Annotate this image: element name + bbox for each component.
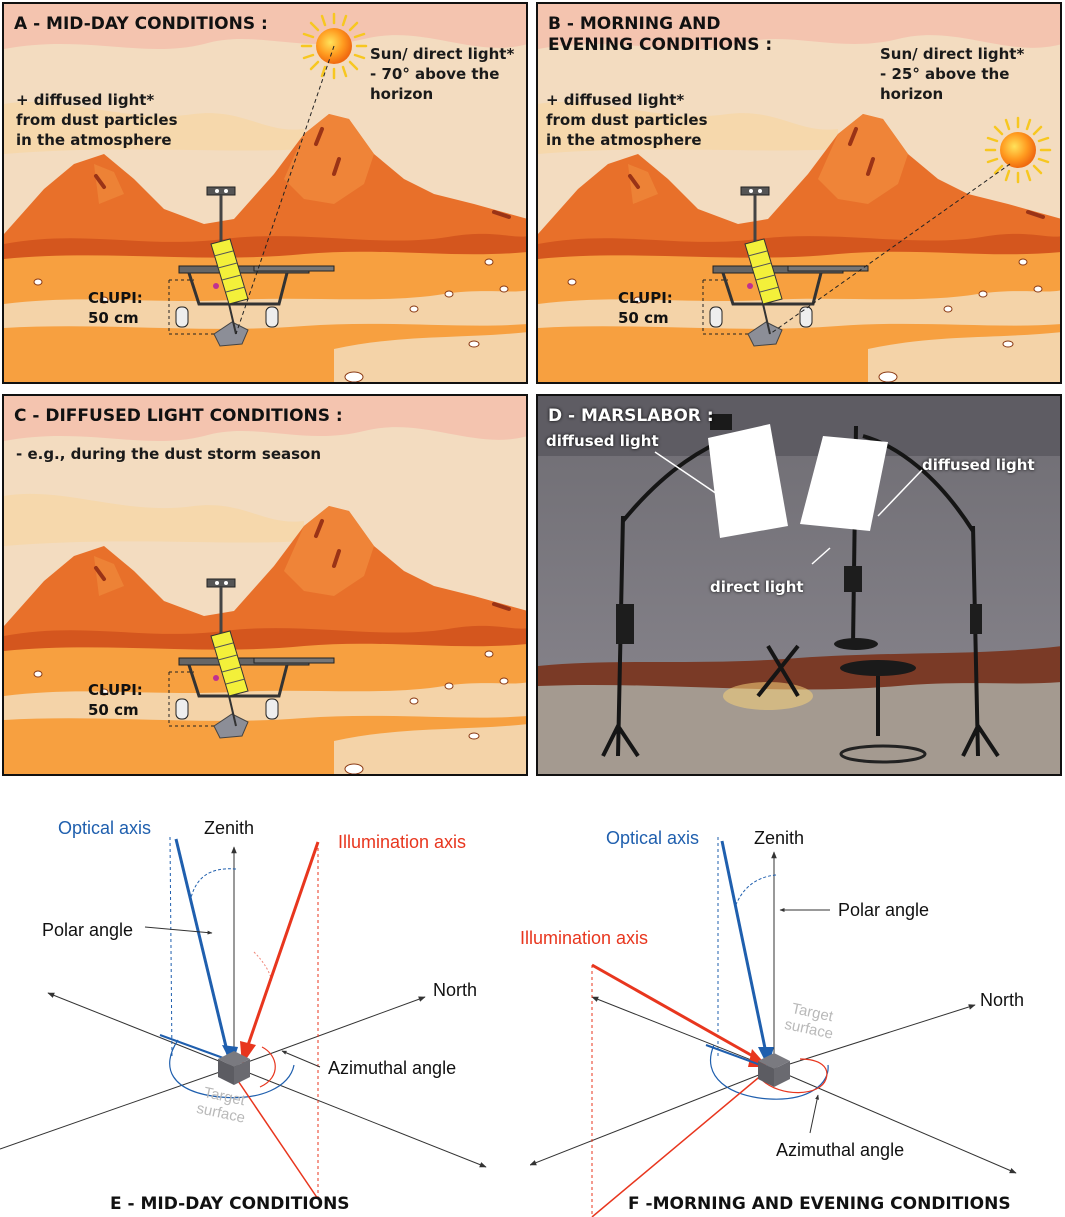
f-illumination-axis-label: Illumination axis [520, 928, 649, 948]
direct-light-ray [235, 45, 335, 335]
north-axis [233, 996, 426, 1068]
e-illumination-axis-label: Illumination axis [338, 832, 467, 852]
panel-a-title: A - MID-DAY CONDITIONS : [14, 14, 268, 34]
panel-d-marslabor: D - MARSLABOR : diffused light diffused … [536, 394, 1062, 776]
e-north-label: North [433, 980, 478, 1000]
panel-a-diffuse-label: + diffused light* from dust particles in… [16, 91, 178, 149]
e-polar-angle-label: Polar angle [42, 920, 134, 940]
photo-label-diffused-right: diffused light [922, 456, 1035, 474]
panel-b-diffuse-label: + diffused light* from dust particles in… [546, 91, 708, 149]
e-zenith-label: Zenith [204, 818, 255, 838]
panel-d-title: D - MARSLABOR : [548, 406, 714, 426]
west-axis [591, 996, 775, 1070]
e-caption: E - MID-DAY CONDITIONS [110, 1194, 350, 1214]
target-surface-cube [218, 1051, 250, 1085]
panel-c-clupi-label: CLUPI: 50 cm [88, 681, 143, 719]
photo-label-direct: direct light [710, 578, 804, 596]
north-axis-back [530, 1068, 775, 1166]
f-zenith-label: Zenith [754, 828, 805, 848]
f-optical-axis-label: Optical axis [606, 828, 700, 848]
target-surface-cube [758, 1053, 790, 1087]
illumination-axis-arrow [244, 841, 320, 1052]
panel-c-title: C - DIFFUSED LIGHT CONDITIONS : [14, 406, 343, 426]
panel-b-title: B - MORNING AND EVENING CONDITIONS : [548, 14, 773, 55]
e-optical-axis-label: Optical axis [58, 818, 152, 838]
north-axis-back [0, 1066, 235, 1150]
panel-b-sun-label: Sun/ direct light* - 25° above the horiz… [880, 45, 1025, 103]
diagram-e-geometry [0, 836, 487, 1200]
optical-axis-arrow [720, 840, 768, 1054]
east-axis [233, 1066, 487, 1168]
panel-a-midday: A - MID-DAY CONDITIONS : Sun/ direct lig… [2, 2, 528, 384]
f-caption: F -MORNING AND EVENING CONDITIONS [628, 1194, 1011, 1214]
north-axis [773, 1004, 976, 1070]
panel-c-diffused: C - DIFFUSED LIGHT CONDITIONS : - e.g., … [2, 394, 528, 776]
panel-b-illustration [538, 4, 1060, 382]
west-axis [47, 992, 235, 1068]
panel-b-clupi-label: CLUPI: 50 cm [618, 289, 673, 327]
panel-b-morning-evening: B - MORNING AND EVENING CONDITIONS : Sun… [536, 2, 1062, 384]
e-azimuthal-angle-label: Azimuthal angle [328, 1058, 457, 1078]
f-polar-angle-label: Polar angle [838, 900, 930, 920]
diagram-f-geometry [530, 837, 1017, 1217]
marslabor-photo [538, 396, 1060, 774]
pointer-diffused-right [877, 469, 923, 517]
illumination-axis-arrow [591, 963, 759, 1061]
panel-a-sun-label: Sun/ direct light* - 70° above the horiz… [370, 45, 515, 103]
panel-c-note: - e.g., during the dust storm season [16, 445, 322, 463]
east-axis [773, 1068, 1017, 1174]
f-north-label: North [980, 990, 1025, 1010]
panel-a-illustration [4, 4, 526, 382]
direct-light-ray [769, 163, 1011, 335]
pointer-direct [811, 547, 831, 565]
f-azimuthal-angle-label: Azimuthal angle [776, 1140, 905, 1160]
pointer-diffused-left [654, 451, 721, 497]
optical-axis-arrow [174, 838, 230, 1056]
photo-label-diffused-left: diffused light [546, 432, 659, 450]
panel-a-clupi-label: CLUPI: 50 cm [88, 289, 143, 327]
sun-icon [984, 116, 1052, 184]
